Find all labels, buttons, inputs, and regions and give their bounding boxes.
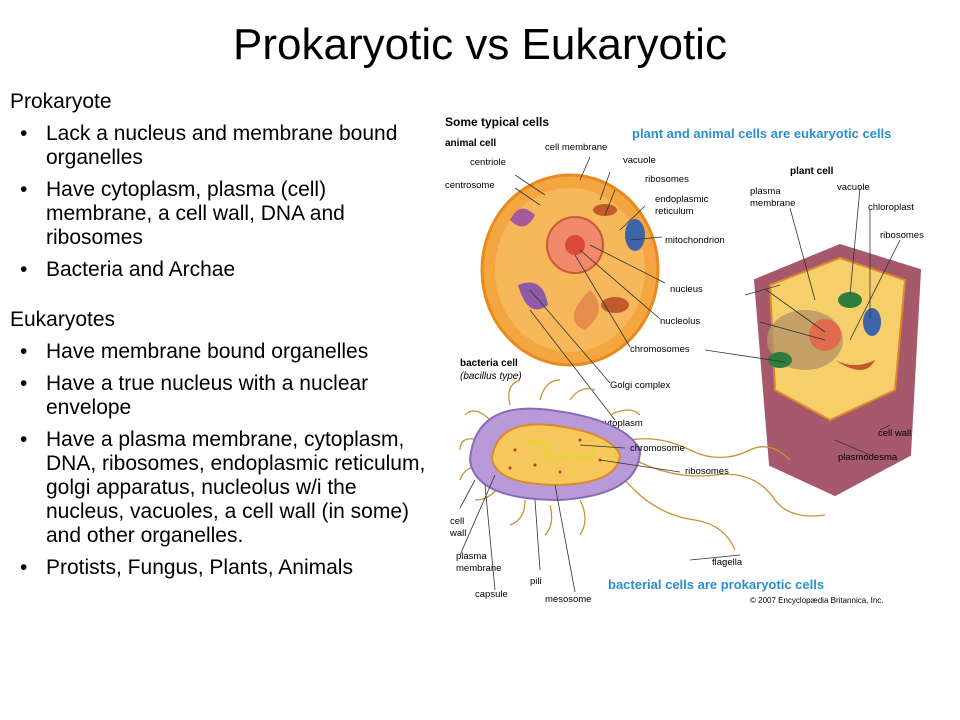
list-item: •Bacteria and Archae (20, 258, 236, 281)
nucleolus-label: nucleolus (660, 316, 700, 327)
plasmodesma-label: plasmodesma (838, 452, 898, 463)
animal-leader-lines (514, 156, 666, 421)
plant-leader-lines (704, 187, 901, 456)
list-item: •Have a true nucleus with a nuclear enve… (20, 372, 369, 419)
vacuole-label: vacuole (623, 155, 656, 166)
pili-label: pili (530, 576, 542, 587)
golgi-label: Golgi complex (610, 380, 670, 391)
figure-heading: Some typical cells (445, 115, 549, 129)
plant-vacuole-label: vacuole (837, 182, 870, 193)
caption-eukaryotic: plant and animal cells are eukaryotic ce… (632, 126, 891, 141)
plant-labels: plasma membrane vacuole chloroplast ribo… (750, 182, 924, 463)
plant-plasma-label-1: plasma (750, 186, 781, 197)
list-item: •Have a plasma membrane, cytoplasm, DNA,… (20, 428, 426, 547)
bacteria-labels: chromosome ribosomes cell wall plasma me… (449, 443, 743, 605)
bacteria-cell-label: bacteria cell (460, 358, 518, 369)
cytoplasm-label: cytoplasm (600, 418, 643, 429)
bullet-icon: • (20, 372, 28, 395)
mesosome-label: mesosome (545, 594, 591, 605)
eukaryote-heading: Eukaryotes (10, 308, 116, 331)
bullet-icon: • (20, 178, 28, 201)
chromosome-label: chromosome (630, 443, 685, 454)
text-column: Prokaryote •Lack a nucleus and membrane … (10, 90, 430, 588)
bacteria-ribosomes-label: ribosomes (685, 466, 729, 477)
prokaryote-heading: Prokaryote (10, 90, 112, 113)
plant-ribosomes-label: ribosomes (880, 230, 924, 241)
prokaryote-list: •Lack a nucleus and membrane bound organ… (10, 122, 430, 282)
bullet-icon: • (20, 258, 28, 281)
bullet-icon: • (20, 428, 28, 451)
centriole-label: centriole (470, 157, 506, 168)
list-item: •Protists, Fungus, Plants, Animals (20, 556, 353, 579)
copyright-text: © 2007 Encyclopædia Britannica, Inc. (750, 596, 884, 605)
eukaryote-list: •Have membrane bound organelles •Have a … (10, 340, 430, 580)
cell-wall-label: cell wall (878, 428, 911, 439)
plant-cell-label: plant cell (790, 166, 834, 177)
bacteria-plasma-label-1: plasma (456, 551, 487, 562)
animal-labels: cell membrane centriole vacuole centroso… (445, 142, 725, 429)
bacteria-cell-wall-label-2: wall (449, 528, 466, 539)
chloroplast-label: chloroplast (868, 202, 914, 213)
plant-cell (753, 243, 922, 497)
caption-prokaryotic: bacterial cells are prokaryotic cells (608, 577, 824, 592)
bacteria-sub-label: (bacillus type) (460, 371, 522, 382)
mitochondrion-label: mitochondrion (665, 235, 725, 246)
animal-cell (480, 173, 660, 367)
bacteria-cell (459, 379, 826, 551)
plant-plasma-label-2: membrane (750, 198, 795, 209)
list-item: •Have membrane bound organelles (20, 340, 369, 363)
bullet-icon: • (20, 122, 28, 145)
animal-cell-label: animal cell (445, 138, 496, 149)
flagella-label: flagella (712, 557, 743, 568)
cell-diagram: Some typical cells plant and animal cell… (440, 100, 940, 610)
ribosomes-label: ribosomes (645, 174, 689, 185)
capsule-label: capsule (475, 589, 508, 600)
list-item: •Have cytoplasm, plasma (cell) membrane,… (20, 178, 345, 249)
list-item: •Lack a nucleus and membrane bound organ… (20, 122, 398, 169)
slide-title: Prokaryotic vs Eukaryotic (233, 20, 727, 69)
er-label-2: reticulum (655, 206, 694, 217)
bullet-icon: • (20, 340, 28, 363)
cell-membrane-label: cell membrane (545, 142, 607, 153)
bacteria-plasma-label-2: membrane (456, 563, 501, 574)
bacteria-leader-lines (459, 444, 741, 593)
centrosome-label: centrosome (445, 180, 495, 191)
er-label-1: endoplasmic (655, 194, 709, 205)
bacteria-cell-wall-label-1: cell (450, 516, 464, 527)
cell-diagram-svg: Some typical cells plant and animal cell… (445, 115, 924, 605)
nucleus-label: nucleus (670, 284, 703, 295)
chromosomes-label: chromosomes (630, 344, 690, 355)
bullet-icon: • (20, 556, 28, 579)
